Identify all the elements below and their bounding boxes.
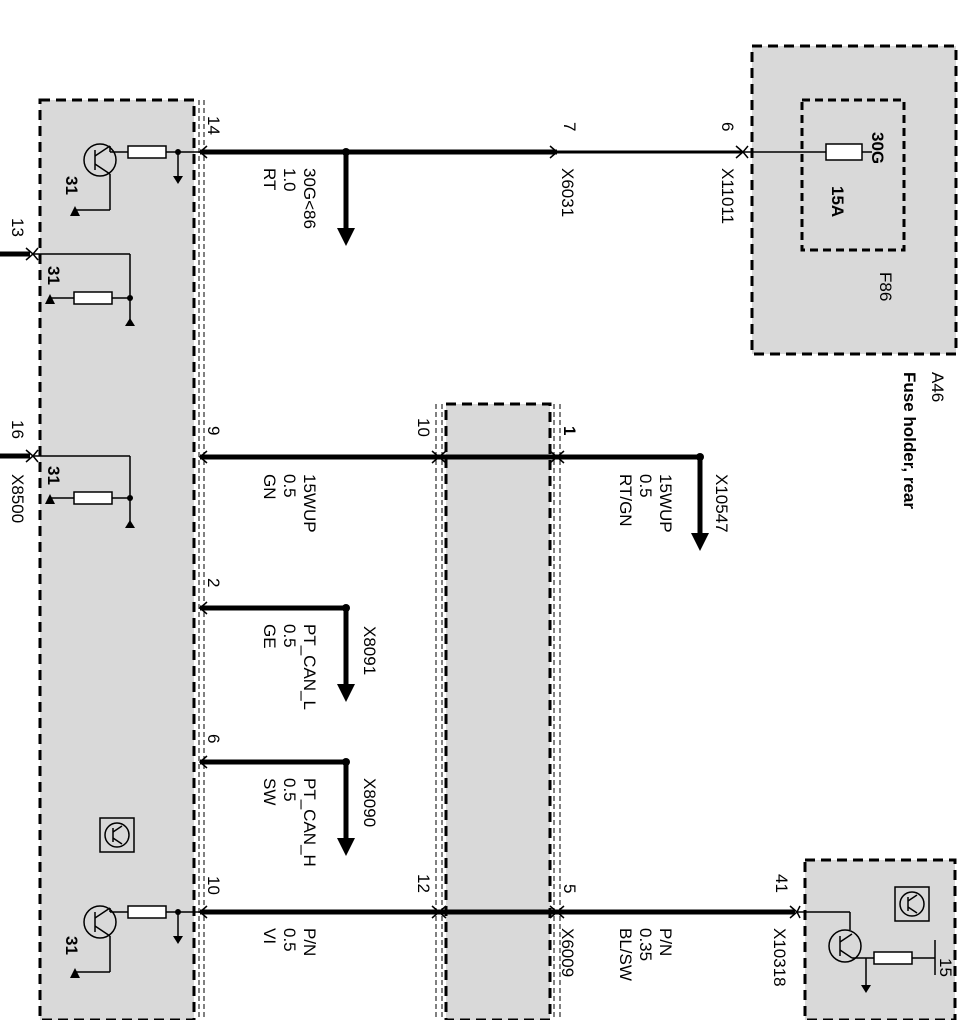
pin-9: 9 xyxy=(204,426,223,435)
wire2b-color: RT/GN xyxy=(616,474,635,527)
pin-1: 1 xyxy=(560,426,579,435)
pin-10-left: 10 xyxy=(204,876,223,895)
pin-12-mid: 12 xyxy=(414,874,433,893)
connector-x6009: X6009 xyxy=(558,928,577,977)
splice-x6031: X6031 xyxy=(558,168,577,217)
ground-icon xyxy=(70,206,80,216)
wire5-color: VI xyxy=(260,928,279,944)
connector-brackets xyxy=(25,145,801,919)
fuse-holder-id: A46 xyxy=(928,372,947,402)
fuse-connector: X11011 xyxy=(718,168,737,224)
wire4-signal: PT_CAN_H xyxy=(300,778,319,867)
wire4-color: SW xyxy=(260,778,279,805)
transistor-icon xyxy=(75,905,128,973)
wire1-color: RT xyxy=(260,168,279,190)
ground-31-bottom: 31 xyxy=(62,936,81,955)
resistor-icon xyxy=(127,145,167,159)
connector-x8090: X8090 xyxy=(360,778,379,827)
pin-7: 7 xyxy=(560,122,579,131)
ground-31-pin13: 31 xyxy=(44,266,63,285)
wire5b-signal: P/N xyxy=(656,928,675,956)
pin-5: 5 xyxy=(560,884,579,893)
wire3-size: 0.5 xyxy=(280,624,299,648)
wire5-signal: P/N xyxy=(300,928,319,956)
node-dot xyxy=(127,495,133,501)
pull-resistor-16 xyxy=(33,455,131,522)
electronic-module-icon xyxy=(894,886,930,922)
pin-41: 41 xyxy=(772,874,791,893)
pin-16: 16 xyxy=(8,420,27,439)
wire1-size: 1.0 xyxy=(280,168,299,192)
fuse-terminal: 30G xyxy=(868,132,887,164)
ground-icon xyxy=(70,968,80,978)
wire2b-size: 0.5 xyxy=(636,474,655,498)
fuse-pin: 6 xyxy=(718,122,737,131)
electronic-module-icon xyxy=(99,817,135,853)
wire2b-signal: 15WUP xyxy=(656,474,675,533)
ground-arrow-icon xyxy=(861,985,871,993)
wire5b-color: BL/SW xyxy=(616,928,635,981)
connector-x8091: X8091 xyxy=(360,626,379,675)
wire2-size: 0.5 xyxy=(280,474,299,498)
connector-strip-box xyxy=(444,402,552,1020)
fuse-icon xyxy=(825,143,863,161)
resistor-icon xyxy=(73,491,113,505)
arrow-down-icon xyxy=(691,533,709,551)
resistor-icon xyxy=(127,905,167,919)
pin-6-left: 6 xyxy=(204,734,223,743)
ground-icon xyxy=(45,294,55,304)
wire3-signal: PT_CAN_L xyxy=(300,624,319,710)
ground-icon xyxy=(45,494,55,504)
arrow-down-icon xyxy=(337,228,355,246)
ground-31-top: 31 xyxy=(62,176,81,195)
ground-arrow-icon xyxy=(173,936,183,944)
arrow-down-icon xyxy=(337,838,355,856)
wire4-size: 0.5 xyxy=(280,778,299,802)
control-module-box xyxy=(38,98,196,1020)
connector-x10547: X10547 xyxy=(712,474,731,533)
wire1-signal: 30G<86 xyxy=(300,168,319,229)
wire2-color: GN xyxy=(260,474,279,500)
arrow-down-icon xyxy=(337,684,355,702)
pin-14: 14 xyxy=(204,116,223,135)
pin-2: 2 xyxy=(204,578,223,587)
ground-icon xyxy=(125,520,135,528)
resistor-icon xyxy=(73,291,113,305)
connector-x10318: X10318 xyxy=(770,928,789,987)
sensor-transistor-icon xyxy=(797,911,936,975)
connector-x8500: X8500 xyxy=(8,474,27,523)
wire2-signal: 15WUP xyxy=(300,474,319,533)
ground-31-pin16: 31 xyxy=(44,466,63,485)
fuse-holder-name: Fuse holder, rear xyxy=(900,372,919,509)
pin-15: 15 xyxy=(936,958,955,977)
pin-13: 13 xyxy=(8,218,27,237)
wire5-size: 0.5 xyxy=(280,928,299,952)
resistor-icon xyxy=(873,951,913,965)
transistor-icon xyxy=(75,143,128,211)
fuse-inner-box xyxy=(800,98,906,252)
wire3-color: GE xyxy=(260,624,279,649)
wire5b-size: 0.35 xyxy=(636,928,655,961)
fuse-id: F86 xyxy=(876,272,895,301)
ground-icon xyxy=(125,318,135,326)
sensor-box xyxy=(803,858,957,1020)
pin-10-mid: 10 xyxy=(414,418,433,437)
node-dot xyxy=(127,295,133,301)
ground-arrow-icon xyxy=(173,176,183,184)
fuse-rating: 15A xyxy=(828,186,847,217)
